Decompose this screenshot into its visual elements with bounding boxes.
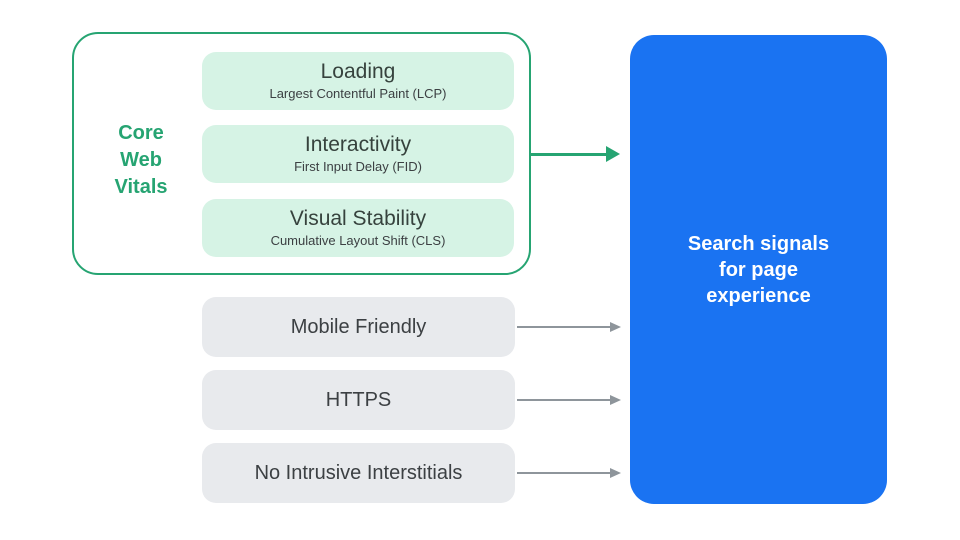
vital-title: Loading <box>320 60 396 83</box>
search-signals-result-box: Search signals for page experience <box>630 35 887 504</box>
signal-label: Mobile Friendly <box>290 315 427 338</box>
search-signals-text-line: experience <box>706 284 811 307</box>
vital-title: Visual Stability <box>289 207 427 230</box>
gray-arrow-icon <box>517 472 611 474</box>
signal-label: HTTPS <box>325 388 392 411</box>
gray-arrowhead-icon <box>610 468 621 478</box>
signal-label: No Intrusive Interstitials <box>254 461 463 484</box>
gray-arrow-icon <box>517 326 611 328</box>
vital-subtitle: First Input Delay (FID) <box>294 159 422 174</box>
core-web-vitals-label-line: Web <box>120 149 162 171</box>
vital-box-visual-stability: Visual Stability Cumulative Layout Shift… <box>202 199 514 257</box>
search-signals-text-line: for page <box>719 258 798 281</box>
vital-subtitle: Cumulative Layout Shift (CLS) <box>270 233 446 248</box>
signal-box-https: HTTPS <box>202 370 515 430</box>
signal-box-no-intrusive-interstitials: No Intrusive Interstitials <box>202 443 515 503</box>
green-arrowhead-icon <box>606 146 620 162</box>
core-web-vitals-label-line: Core <box>118 122 164 144</box>
search-signals-text-line: Search signals <box>687 232 830 255</box>
gray-arrowhead-icon <box>610 395 621 405</box>
signal-box-mobile-friendly: Mobile Friendly <box>202 297 515 357</box>
vital-subtitle: Largest Contentful Paint (LCP) <box>269 86 447 101</box>
green-arrow-icon <box>531 153 607 156</box>
core-web-vitals-label-line: Vitals <box>114 176 168 198</box>
core-web-vitals-label: Core Web Vitals <box>94 120 188 201</box>
vital-title: Interactivity <box>304 133 412 156</box>
search-signals-text: Search signals for page experience <box>688 231 829 309</box>
vital-box-interactivity: Interactivity First Input Delay (FID) <box>202 125 514 183</box>
vital-box-loading: Loading Largest Contentful Paint (LCP) <box>202 52 514 110</box>
gray-arrowhead-icon <box>610 322 621 332</box>
gray-arrow-icon <box>517 399 611 401</box>
